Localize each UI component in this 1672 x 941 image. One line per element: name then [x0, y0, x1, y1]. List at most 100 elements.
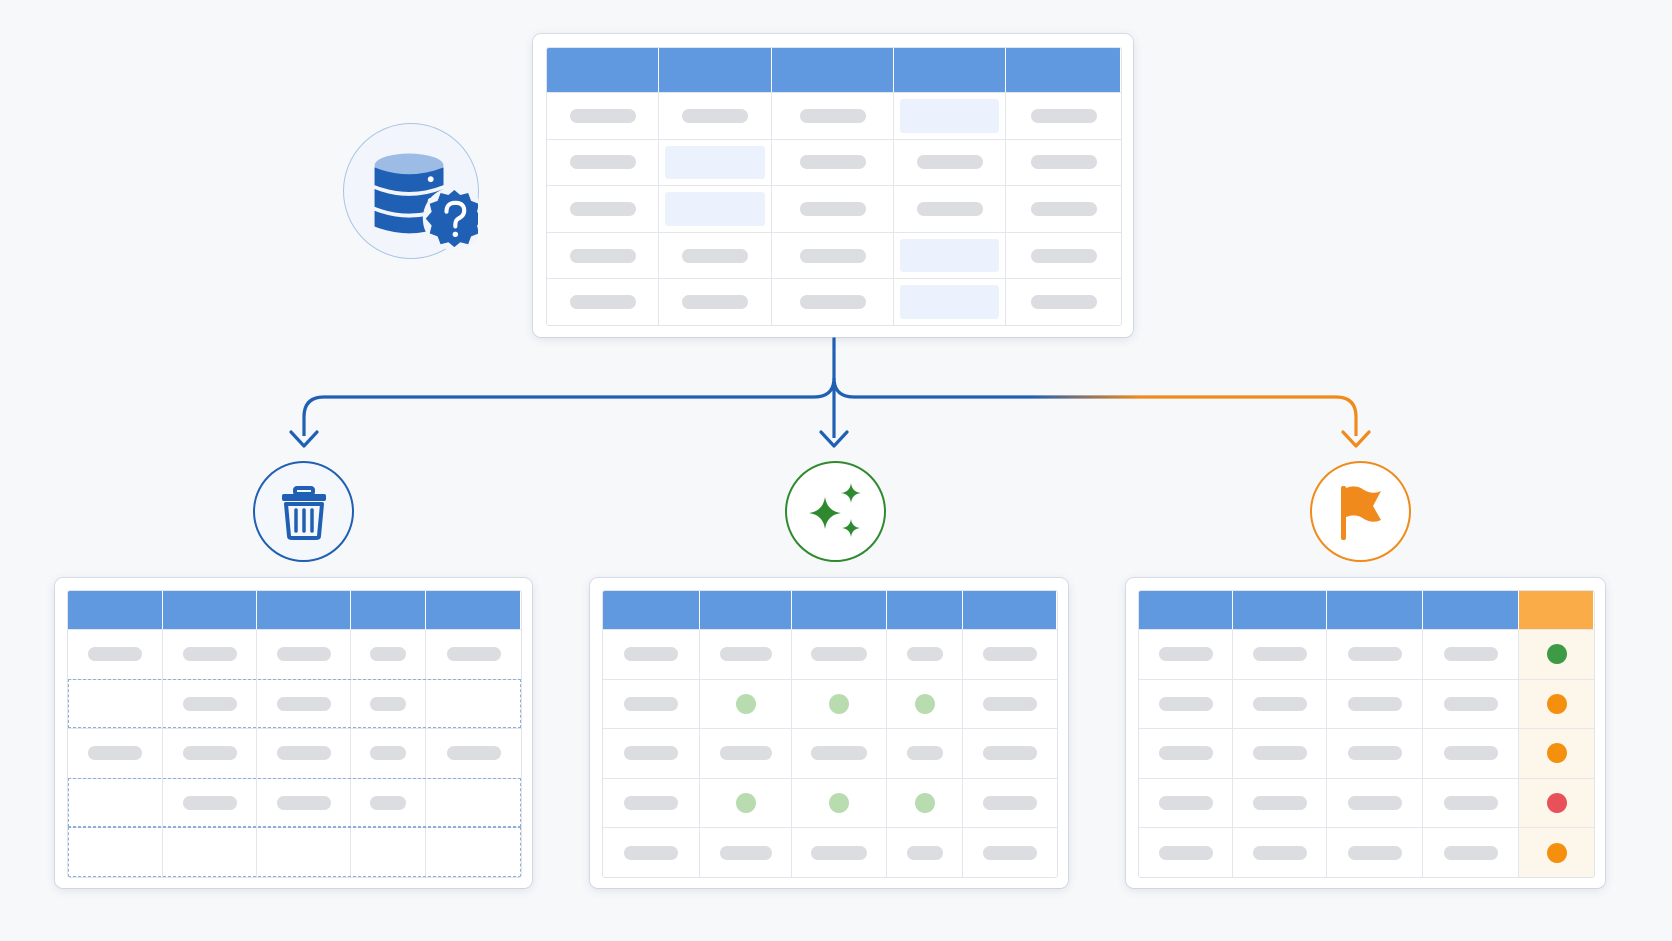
value-placeholder: [719, 845, 772, 860]
value-placeholder: [370, 647, 406, 662]
value-placeholder: [799, 108, 866, 123]
flag-result-card: [1126, 578, 1605, 888]
table-cell: [1327, 629, 1423, 679]
value-placeholder: [1443, 696, 1498, 711]
table-cell: [1423, 728, 1519, 778]
table-header-cell: [700, 591, 792, 629]
table-header-cell: [963, 591, 1057, 629]
value-placeholder: [1347, 746, 1402, 761]
table-cell: [772, 92, 894, 139]
value-placeholder: [1252, 845, 1307, 860]
value-placeholder: [983, 845, 1037, 860]
table-header-cell: [1233, 591, 1327, 629]
table-cell: [894, 185, 1006, 232]
value-placeholder: [983, 746, 1037, 761]
value-placeholder: [1030, 201, 1097, 216]
table-cell: [603, 777, 700, 828]
table-cell: [1423, 629, 1519, 679]
table-cell: [68, 728, 163, 778]
deleted-cell: [68, 678, 163, 729]
table-cell: [1006, 231, 1121, 279]
connector-left: [302, 377, 836, 436]
table-cell: [351, 678, 426, 729]
value-placeholder: [624, 746, 678, 761]
value-placeholder: [370, 746, 406, 761]
table-cell: [963, 629, 1057, 679]
value-placeholder: [719, 746, 772, 761]
source-table-card: [533, 34, 1133, 337]
table-cell: [887, 678, 963, 729]
value-placeholder: [906, 746, 943, 761]
deleted-cell: [257, 827, 351, 877]
table-cell: [547, 231, 659, 279]
value-placeholder: [569, 248, 636, 263]
value-placeholder: [1443, 845, 1498, 860]
status-dot-green: [1546, 644, 1567, 665]
table-cell: [792, 728, 887, 778]
table-header-cell: [351, 591, 426, 629]
table-header-cell: [1423, 591, 1519, 629]
table-cell: [1519, 777, 1594, 828]
table-cell: [659, 278, 772, 325]
connector-right: [832, 377, 1358, 436]
table-header-cell: [547, 48, 659, 92]
flag-icon: [1310, 461, 1411, 562]
table-cell: [1327, 678, 1423, 729]
value-placeholder: [799, 155, 866, 170]
table-cell: [963, 728, 1057, 778]
table-header-cell: [1327, 591, 1423, 629]
impute-result-table: [602, 590, 1058, 878]
table-header-cell: [68, 591, 163, 629]
table-cell: [1519, 827, 1594, 877]
value-placeholder: [811, 647, 867, 662]
value-placeholder: [1030, 108, 1097, 123]
table-header-cell: [887, 591, 963, 629]
value-placeholder: [1443, 746, 1498, 761]
value-placeholder: [88, 647, 142, 662]
missing-value-cell: [659, 185, 772, 232]
table-cell: [659, 92, 772, 139]
table-header-cell: [1519, 591, 1594, 629]
table-header-cell: [1139, 591, 1233, 629]
table-cell: [351, 629, 426, 679]
status-dot-red: [1546, 793, 1567, 814]
status-dot-orange: [1546, 693, 1567, 714]
table-cell: [772, 185, 894, 232]
value-placeholder: [682, 248, 748, 263]
value-placeholder: [276, 796, 331, 811]
table-cell: [963, 777, 1057, 828]
table-cell: [1423, 827, 1519, 877]
value-placeholder: [1158, 647, 1213, 662]
value-placeholder: [1030, 295, 1097, 310]
value-placeholder: [624, 696, 678, 711]
table-cell: [887, 777, 963, 828]
table-cell: [163, 728, 257, 778]
value-placeholder: [1030, 248, 1097, 263]
value-placeholder: [276, 647, 331, 662]
value-placeholder: [682, 295, 748, 310]
value-placeholder: [446, 746, 501, 761]
value-placeholder: [1252, 696, 1307, 711]
source-table: [546, 47, 1122, 326]
value-placeholder: [1158, 696, 1213, 711]
table-cell: [963, 827, 1057, 877]
missing-value-cell: [894, 231, 1006, 279]
value-placeholder: [276, 746, 331, 761]
arrowhead-left: [289, 430, 319, 448]
value-placeholder: [799, 248, 866, 263]
value-placeholder: [1030, 155, 1097, 170]
table-cell: [351, 728, 426, 778]
table-cell: [792, 827, 887, 877]
value-placeholder: [569, 201, 636, 216]
value-placeholder: [1252, 647, 1307, 662]
table-cell: [792, 777, 887, 828]
table-cell: [1327, 728, 1423, 778]
value-placeholder: [906, 647, 943, 662]
table-cell: [547, 278, 659, 325]
table-cell: [772, 278, 894, 325]
table-cell: [547, 92, 659, 139]
value-placeholder: [1158, 796, 1213, 811]
table-cell: [963, 678, 1057, 729]
table-header-cell: [772, 48, 894, 92]
table-cell: [700, 777, 792, 828]
